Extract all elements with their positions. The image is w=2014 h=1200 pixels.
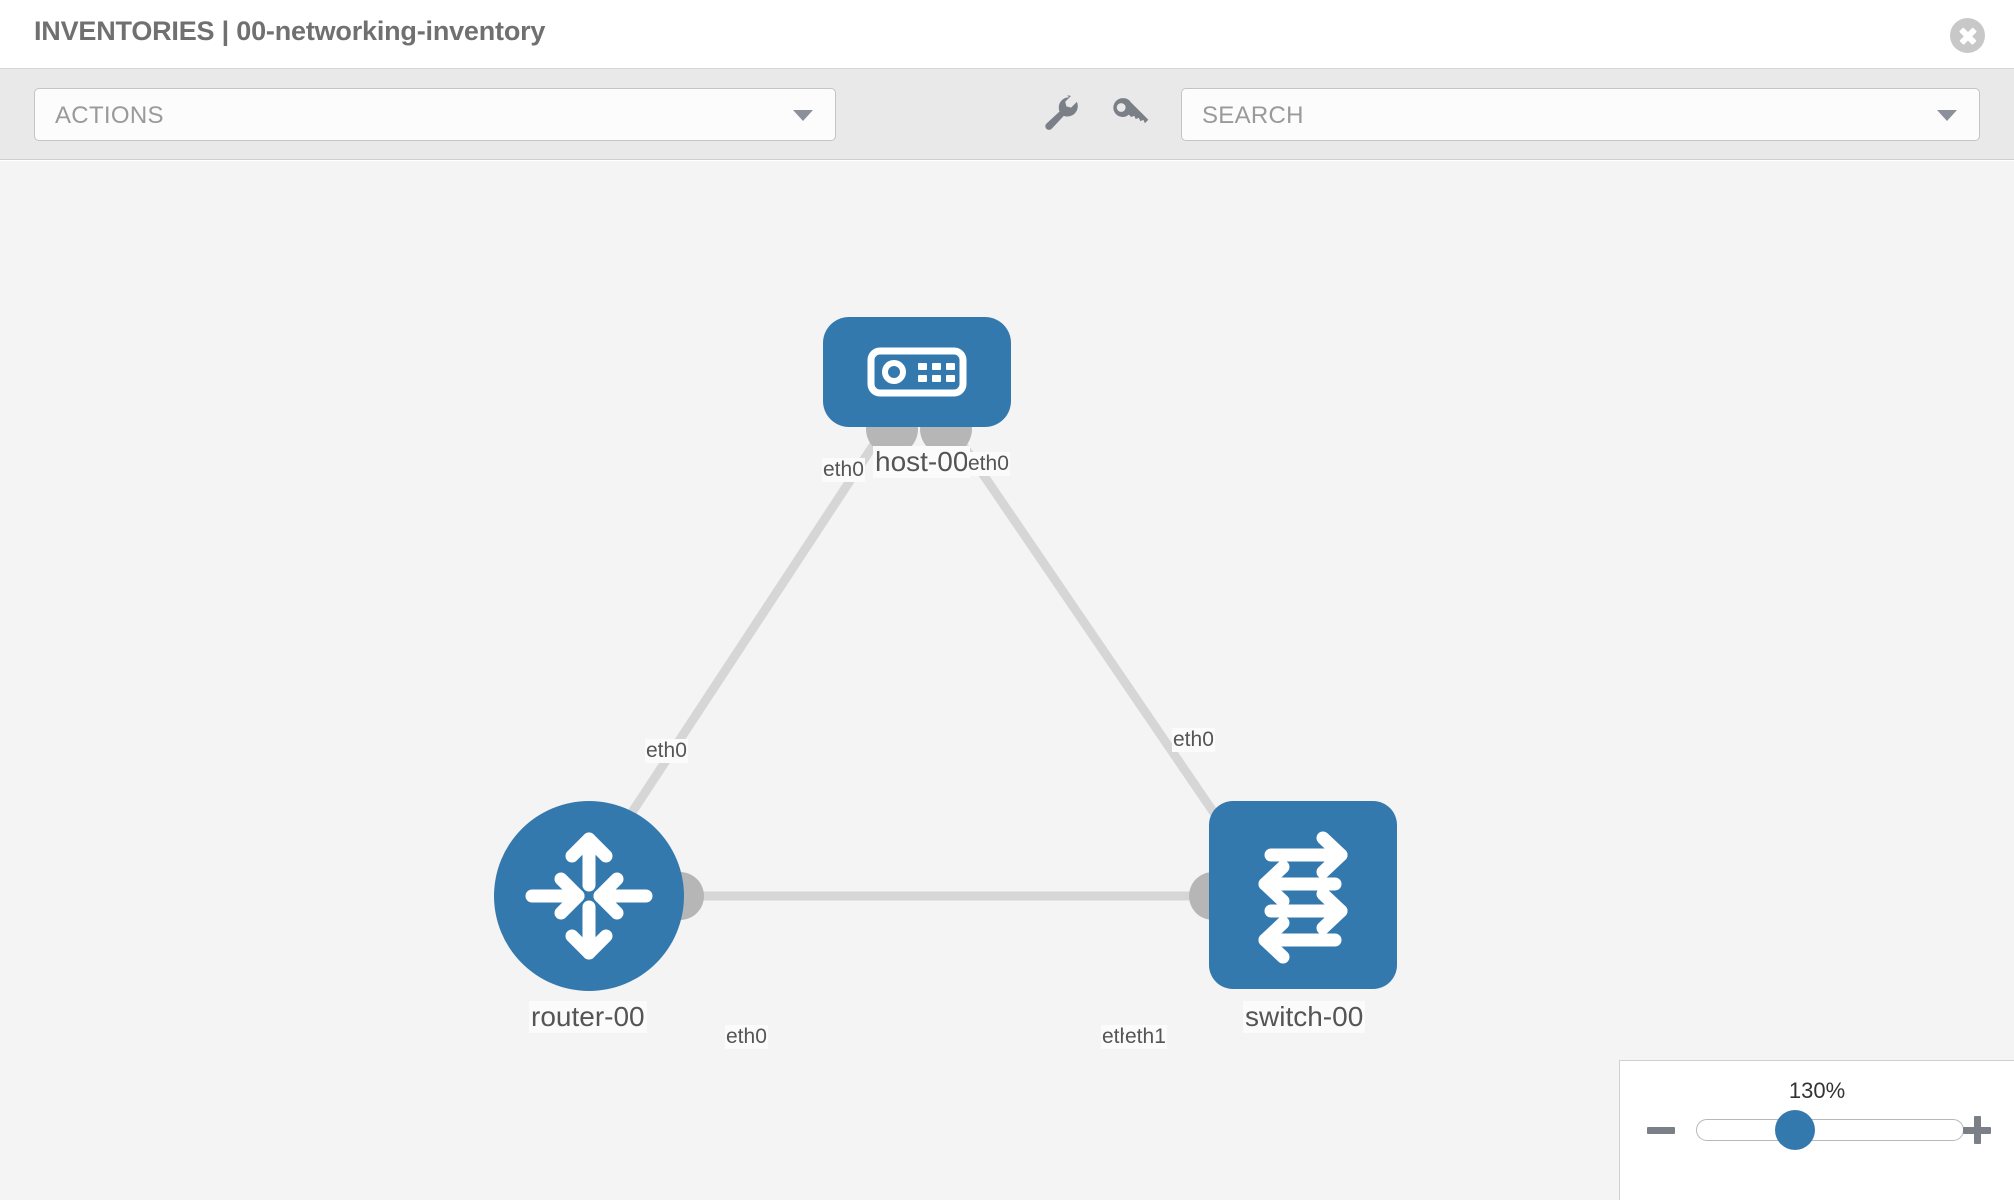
actions-dropdown-label: ACTIONS — [55, 102, 164, 129]
zoom-in-button[interactable] — [1960, 1113, 1994, 1147]
toolbar: ACTIONS SEARCH — [0, 69, 2014, 160]
key-icon[interactable] — [1105, 91, 1151, 137]
link-lines — [596, 420, 1244, 901]
zoom-slider-track[interactable] — [1696, 1119, 1964, 1141]
wrench-icon[interactable] — [1038, 91, 1084, 137]
node-label-router-00: router-00 — [529, 1001, 647, 1033]
server-icon — [867, 347, 967, 397]
zoom-slider-thumb[interactable] — [1775, 1110, 1815, 1150]
app-header: INVENTORIES | 00-networking-inventory — [0, 0, 2014, 69]
zoom-control-panel: 130% — [1619, 1060, 2014, 1200]
link-host-router — [596, 420, 892, 864]
link-host-switch — [944, 420, 1244, 854]
topology-node-host-00[interactable] — [823, 317, 1011, 427]
chevron-down-icon — [793, 109, 813, 121]
iface-label-host-right: eth0 — [967, 452, 1010, 476]
router-arrows-icon — [525, 832, 653, 960]
search-input[interactable]: SEARCH — [1181, 88, 1980, 141]
actions-dropdown[interactable]: ACTIONS — [34, 88, 836, 141]
chevron-down-icon[interactable] — [1937, 109, 1957, 121]
iface-label-switch-left-b: eth1 — [1124, 1025, 1167, 1049]
iface-label-switch-uplink: eth0 — [1172, 728, 1215, 752]
switch-arrows-icon — [1258, 831, 1348, 964]
topology-node-switch-00[interactable] — [1209, 801, 1397, 989]
node-label-switch-00: switch-00 — [1243, 1001, 1366, 1033]
node-label-host-00: host-00 — [873, 446, 971, 478]
search-placeholder: SEARCH — [1202, 102, 1304, 129]
link-connectors — [656, 403, 1264, 920]
page-title: INVENTORIES | 00-networking-inventory — [34, 16, 546, 46]
topology-node-router-00[interactable] — [494, 801, 684, 991]
topology-canvas[interactable]: host-00 router-00 switch-00 eth0 eth0 et… — [0, 161, 2014, 1200]
zoom-out-button[interactable] — [1644, 1113, 1678, 1147]
zoom-level-value: 130% — [1788, 1078, 1846, 1103]
iface-label-host-left: eth0 — [822, 458, 865, 482]
iface-label-router-uplink: eth0 — [645, 739, 688, 763]
iface-label-router-right: eth0 — [725, 1025, 768, 1049]
close-icon[interactable] — [1950, 18, 1985, 53]
